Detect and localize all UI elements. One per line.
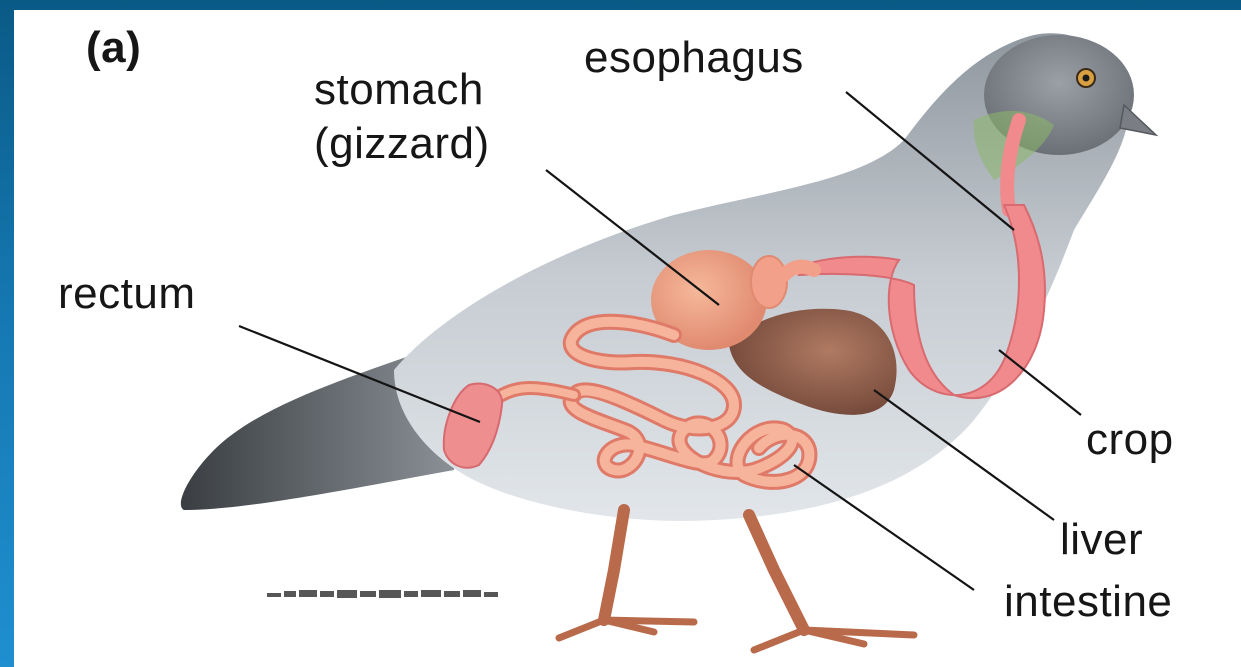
label-crop: crop [1086, 418, 1174, 462]
label-stomach-line2: (gizzard) [314, 122, 490, 166]
diagram-panel: (a) esophagus stomach (gizzard) rectum c… [14, 10, 1241, 667]
feet [559, 620, 914, 650]
label-rectum: rectum [58, 272, 195, 316]
legs [604, 510, 804, 630]
panel-label: (a) [86, 26, 141, 70]
label-esophagus: esophagus [584, 36, 804, 80]
smudged-residual-text [267, 590, 498, 598]
pigeon-digestive-system-illustration [14, 10, 1241, 667]
label-intestine: intestine [1004, 580, 1172, 624]
label-liver: liver [1060, 518, 1143, 562]
label-stomach-line1: stomach [314, 68, 484, 112]
